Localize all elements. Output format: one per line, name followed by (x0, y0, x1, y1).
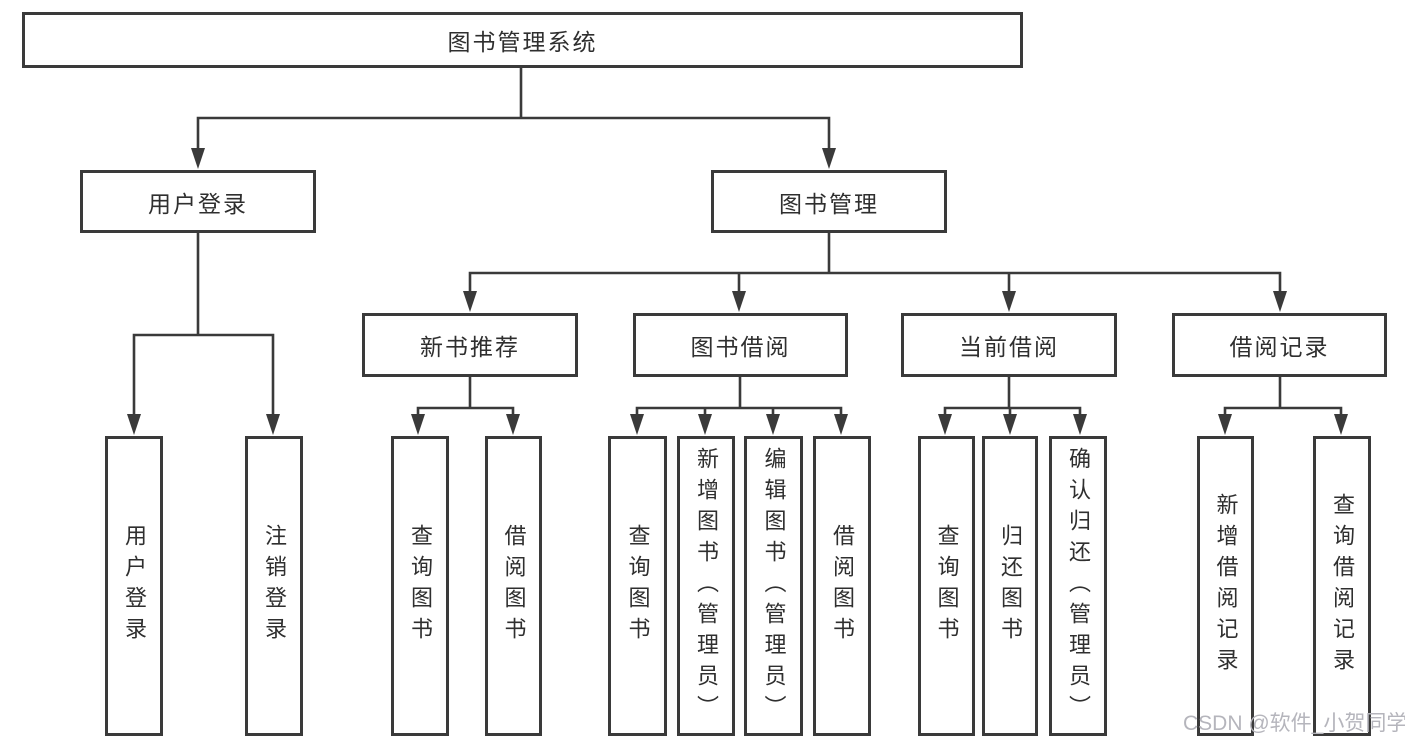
node-label: 图书借阅 (690, 334, 791, 360)
node-borrow-records: 借阅记录 (1172, 313, 1387, 377)
node-label: 图书管理 (779, 190, 879, 217)
node-label: 确认归还（管理员） (1066, 446, 1091, 726)
node-user-login: 用户登录 (80, 170, 316, 233)
node-label: 用户登录 (122, 524, 147, 648)
node-book-borrow: 图书借阅 (633, 313, 848, 377)
node-confirm-return-admin-leaf: 确认归还（管理员） (1049, 436, 1107, 736)
node-label: 用户登录 (148, 190, 248, 217)
node-label: 借阅记录 (1229, 334, 1330, 360)
node-edit-books-admin-leaf: 编辑图书（管理员） (744, 436, 803, 736)
node-label: 借阅图书 (830, 524, 855, 648)
node-add-books-admin-leaf: 新增图书（管理员） (677, 436, 735, 736)
node-label: 新书推荐 (420, 334, 520, 360)
node-library-system: 图书管理系统 (22, 12, 1023, 68)
node-query-books-leaf: 查询图书 (918, 436, 975, 736)
node-logout-leaf: 注销登录 (245, 436, 303, 736)
arrowheads (127, 148, 1348, 435)
node-current-borrow: 当前借阅 (901, 313, 1117, 377)
watermark: CSDN @软件_小贺同学 (1183, 712, 1405, 735)
node-borrow-books-leaf: 借阅图书 (813, 436, 871, 736)
node-label: 新增借阅记录 (1213, 493, 1239, 679)
node-label: 当前借阅 (959, 334, 1059, 360)
node-label: 注销登录 (262, 524, 287, 648)
node-label: 查询图书 (625, 524, 651, 648)
node-add-borrow-record-leaf: 新增借阅记录 (1197, 436, 1254, 736)
node-label: 查询图书 (408, 524, 433, 648)
node-borrow-books-leaf: 借阅图书 (485, 436, 542, 736)
node-label: 编辑图书（管理员） (761, 446, 787, 726)
node-user-login-leaf: 用户登录 (105, 436, 163, 736)
node-new-book-recommend: 新书推荐 (362, 313, 578, 377)
node-book-management: 图书管理 (711, 170, 947, 233)
node-return-books-leaf: 归还图书 (982, 436, 1038, 736)
node-label: 新增图书（管理员） (694, 446, 719, 726)
node-query-books-leaf: 查询图书 (608, 436, 667, 736)
node-label: 归还图书 (998, 524, 1023, 648)
node-query-books-leaf: 查询图书 (391, 436, 449, 736)
node-label: 借阅图书 (501, 524, 527, 648)
node-label: 查询图书 (934, 524, 960, 648)
node-query-borrow-record-leaf: 查询借阅记录 (1313, 436, 1371, 736)
node-label: 图书管理系统 (447, 29, 598, 55)
node-label: 查询借阅记录 (1330, 493, 1355, 679)
